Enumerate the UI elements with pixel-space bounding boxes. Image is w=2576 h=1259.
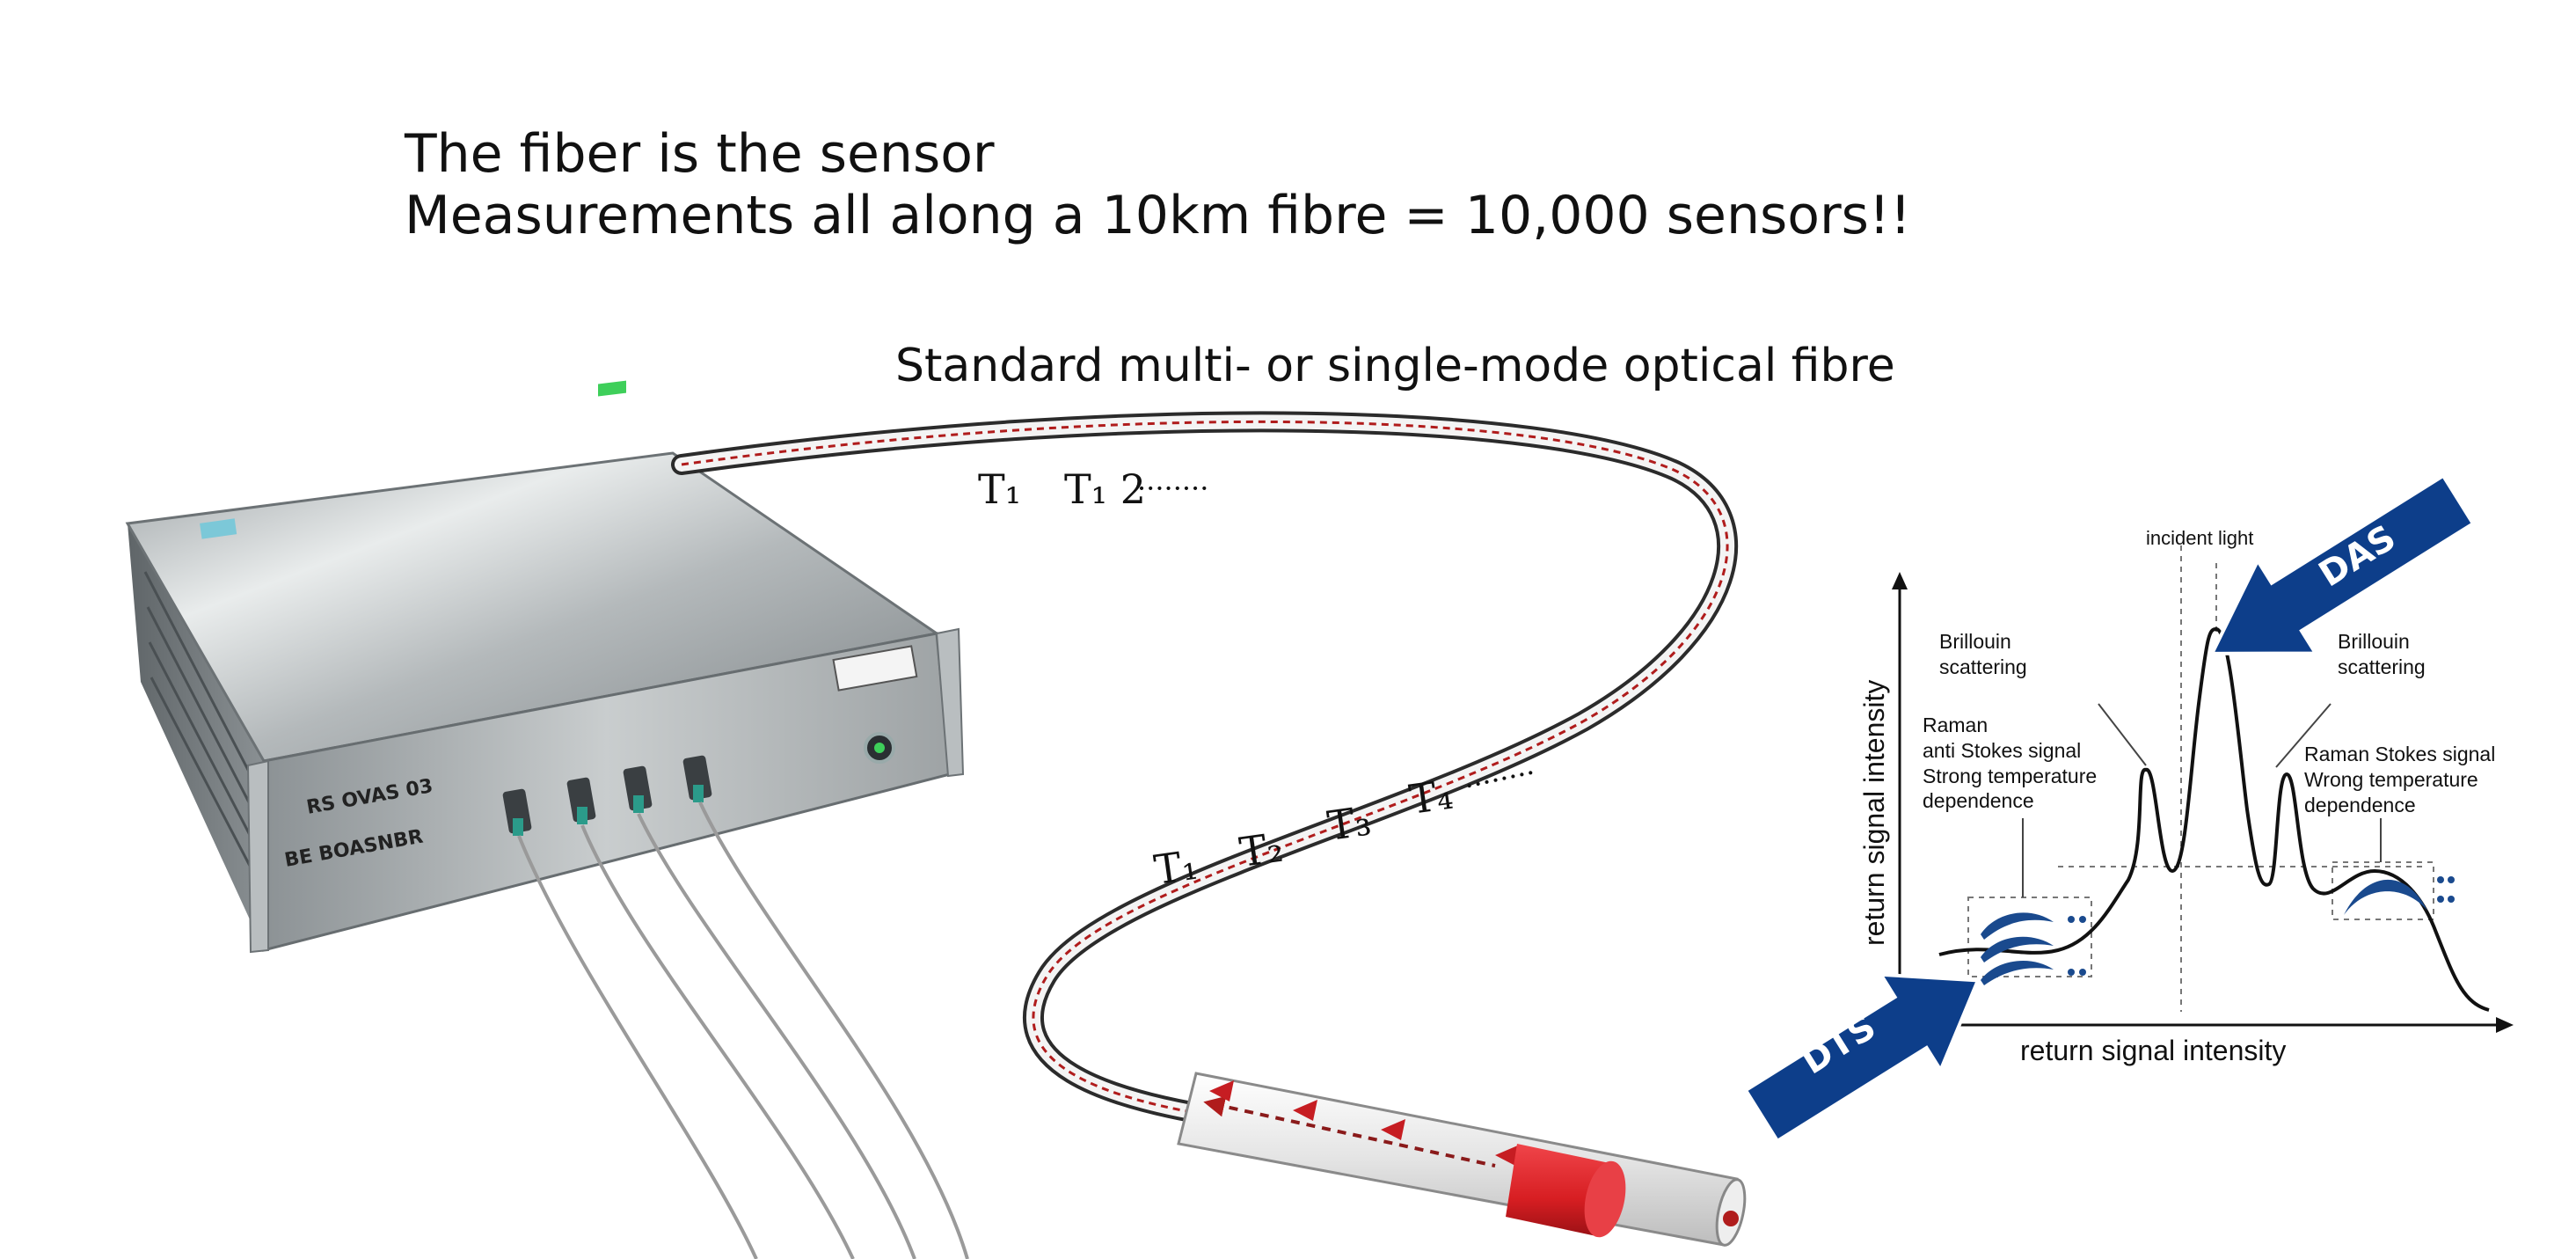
- t-label-mid-2: T₂: [1237, 823, 1286, 876]
- spectrum-diagram: DAS DTS: [1743, 473, 2514, 1144]
- t-label-top-1: T₁: [978, 465, 1021, 513]
- raman-right-line3: dependence: [2304, 793, 2416, 816]
- red-connector-sleeve: [1506, 1144, 1609, 1236]
- x-axis-arrowhead: [2496, 1017, 2514, 1033]
- raman-stokes-label: Raman Stokes signal Wrong temperature de…: [2304, 742, 2495, 817]
- das-interrogator-unit: [125, 380, 969, 1259]
- brillouin-left-line2: scattering: [1939, 655, 2027, 678]
- raman-anti-stokes-label: Raman anti Stokes signal Strong temperat…: [1923, 713, 2097, 814]
- spectrum-curve: [1938, 626, 2490, 1012]
- brillouin-left-label: Brillouin scattering: [1939, 629, 2027, 680]
- device-status-led: [598, 380, 626, 397]
- y-axis-label: return signal intensity: [1858, 679, 1890, 946]
- red-connector-face: [1584, 1160, 1626, 1238]
- patch-cables: [517, 802, 969, 1259]
- fibre-core: [681, 420, 1729, 1198]
- signal-arrow-2: [1293, 1100, 1317, 1121]
- raman-left-line1: Raman: [1923, 714, 1989, 736]
- t-label-top-dots: ········: [1137, 472, 1208, 505]
- t-label-top-2: T₁ 2: [1064, 465, 1146, 513]
- device-side-panel: [128, 523, 264, 950]
- t-label-mid-4: T₄: [1406, 771, 1456, 823]
- raman-stokes-hump: [2344, 876, 2455, 915]
- brillouin-right-line1: Brillouin: [2338, 630, 2410, 653]
- device-side-ribs: [143, 571, 261, 885]
- headline-line1: The fiber is the sensor: [405, 123, 995, 185]
- signal-arrow-3: [1381, 1119, 1405, 1140]
- raman-left-line4: dependence: [1923, 789, 2034, 813]
- device-rack-ear-left: [246, 759, 269, 954]
- fibre-end-core: [1723, 1211, 1739, 1226]
- raman-left-line3: Strong temperature: [1923, 764, 2098, 787]
- signal-arrow-4: [1495, 1145, 1520, 1166]
- spectrum-callout-lines: [2022, 703, 2382, 897]
- dts-arrow: [1743, 972, 1981, 1144]
- device-label-plate: [832, 645, 918, 692]
- fibre-label: Standard multi- or single-mode optical f…: [895, 340, 1895, 392]
- fibre-tube-end: [1177, 1072, 1739, 1247]
- optical-fibre: [671, 411, 1747, 1247]
- t-label-mid-3: T₃: [1324, 797, 1374, 850]
- brillouin-right-line2: scattering: [2338, 655, 2426, 678]
- raman-left-line2: anti Stokes signal: [1923, 738, 2082, 762]
- power-led: [874, 743, 885, 753]
- signal-arrow-1: [1209, 1080, 1234, 1102]
- fibre-connector-1[interactable]: [502, 788, 532, 836]
- y-axis-arrowhead: [1892, 572, 1908, 589]
- t-label-mid-1: T₁: [1151, 841, 1200, 894]
- raman-anti-stokes-waves: [1981, 912, 2086, 985]
- fibre-connector-3[interactable]: [623, 765, 653, 813]
- raman-right-line2: Wrong temperature: [2304, 767, 2478, 791]
- device-top-sticker: [200, 518, 237, 539]
- fibre-connector-4[interactable]: [682, 755, 712, 802]
- x-axis-label: return signal intensity: [2020, 1035, 2287, 1066]
- raman-right-line1: Raman Stokes signal: [2304, 743, 2496, 765]
- brillouin-right-label: Brillouin scattering: [2338, 629, 2426, 680]
- headline-line2: Measurements all along a 10km fibre = 10…: [405, 185, 1911, 246]
- brillouin-left-line1: Brillouin: [1939, 630, 2011, 653]
- signal-direction-line: [1203, 1095, 1496, 1168]
- device-rack-ear-right: [935, 627, 965, 778]
- fibre-connectors: [502, 755, 712, 836]
- incident-light-label: incident light: [2146, 527, 2254, 549]
- das-arrow: [2208, 473, 2476, 655]
- fibre-connector-2[interactable]: [566, 777, 596, 824]
